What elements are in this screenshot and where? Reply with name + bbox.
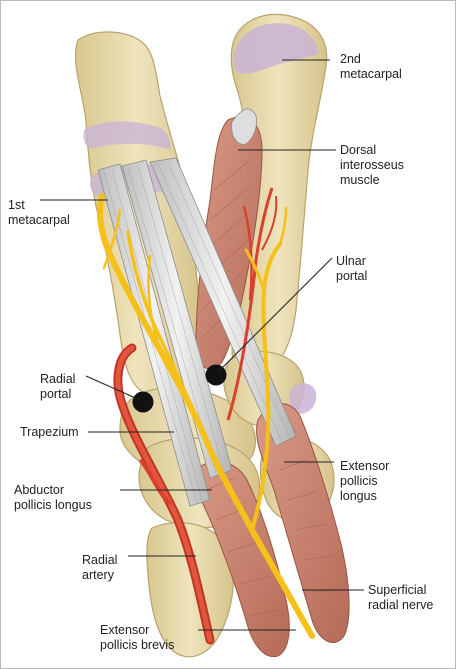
tendon-bands — [97, 157, 297, 507]
label-abductor-pollicis-longus: Abductor pollicis longus — [14, 483, 92, 512]
dorsal-interosseus-muscle — [195, 108, 263, 370]
label-trapezium: Trapezium — [20, 425, 79, 439]
radial-portal-marker — [132, 391, 154, 413]
label-superficial-radial-nerve: Superficial radial nerve — [368, 583, 434, 612]
label-extensor-pollicis-brevis: Extensor pollicis brevis — [100, 623, 175, 652]
leader-radial-portal — [85, 375, 141, 401]
superficial-radial-nerve — [97, 193, 315, 639]
label-extensor-pollicis-longus: Extensor pollicis longus — [340, 459, 390, 503]
label-dorsal-interosseus-muscle: Dorsal interosseus muscle — [340, 143, 404, 187]
label-radial-portal: Radial portal — [40, 372, 76, 401]
label-first-metacarpal: 1st metacarpal — [8, 198, 70, 227]
leader-ulnar-portal — [217, 257, 333, 373]
label-second-metacarpal: 2nd metacarpal — [340, 52, 402, 81]
ulnar-portal-marker — [205, 364, 227, 386]
leader-lines — [40, 59, 364, 631]
label-ulnar-portal: Ulnar portal — [336, 254, 368, 283]
radial-artery — [113, 187, 278, 645]
label-radial-artery: Radial artery — [82, 553, 118, 582]
